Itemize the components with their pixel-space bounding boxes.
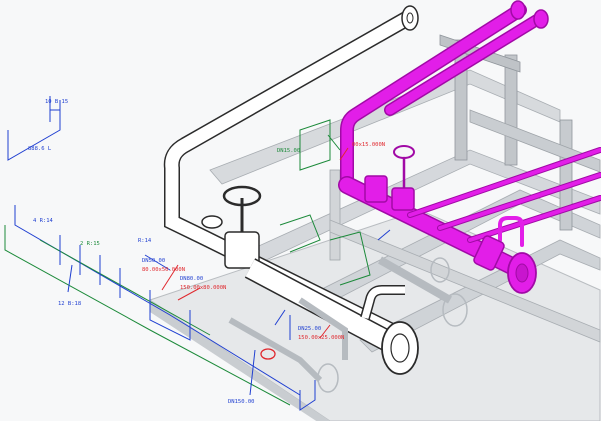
steel-side-beam: [329, 219, 601, 343]
leader-line-3: [144, 254, 171, 271]
magenta-loop: [498, 216, 524, 247]
label-10-b15: 10 B:15: [45, 99, 68, 105]
magenta-valve: [364, 175, 388, 203]
annotation-labels: 10 B:15 888.6 L DN15.00 00x15.000N 4 R:1…: [28, 99, 385, 405]
steel-column-3: [559, 119, 573, 231]
dim-line-green-5: [329, 231, 371, 286]
gate-valve: [201, 185, 262, 269]
label-dn25: DN25.00: [298, 326, 321, 332]
label-4-r14: 4 R:14: [33, 218, 54, 224]
dim-line-blue-4: [149, 290, 191, 341]
magenta-flange-1: [510, 0, 526, 20]
leader-line-4: [67, 264, 73, 293]
dim-line-green-4: [279, 214, 321, 253]
dimension-lines: [4, 96, 391, 411]
dim-line-green-1: [4, 225, 291, 406]
dim-line-green-3: [299, 119, 331, 171]
leader-line-2: [274, 309, 286, 326]
steel-column-2: [504, 54, 518, 166]
steel-column-4: [329, 169, 341, 261]
label-150x80: 150.00x80.000N: [180, 285, 226, 291]
leader-line-5: [327, 134, 341, 151]
label-80x50: 80.00x50.000N: [142, 267, 185, 273]
red-callouts: [161, 147, 349, 360]
white-process-pipe: [163, 5, 419, 343]
label-12-b18: 12 B:18: [58, 301, 81, 307]
magenta-reducer: [473, 235, 505, 271]
magenta-handwheel: [393, 145, 415, 159]
magenta-process-pipes: [338, 0, 601, 294]
label-888-6: 888.6 L: [28, 146, 52, 152]
grey-secondary-equipment: [228, 256, 468, 393]
handwheel: [222, 185, 262, 207]
label-2-r15: 2 R:15: [80, 241, 100, 247]
label-r14: R:14: [138, 238, 152, 244]
main-header-pipe: [244, 258, 419, 375]
valve-body: [224, 231, 260, 269]
label-dn50: DN50.00: [142, 258, 165, 264]
label-150x25: 150.00x25.000N: [298, 335, 344, 341]
dim-line-green-2: [39, 239, 211, 336]
magenta-flange-2: [533, 9, 549, 29]
leader-line-1: [249, 349, 256, 396]
dim-line-blue-5: [289, 315, 316, 411]
label-dn80: DN80.00: [180, 276, 203, 282]
dim-line-blue-1: [7, 100, 61, 161]
label-dn150: DN150.00: [228, 399, 255, 405]
dim-line-blue-3: [59, 235, 121, 298]
dim-line-blue-2: [14, 205, 301, 396]
label-dn15: DN15.00: [277, 148, 300, 154]
label-00x15: 00x15.000N: [352, 142, 385, 148]
leader-line-6: [377, 229, 391, 241]
steel-beam-3: [359, 239, 601, 353]
steel-skid-frame: [148, 34, 601, 421]
